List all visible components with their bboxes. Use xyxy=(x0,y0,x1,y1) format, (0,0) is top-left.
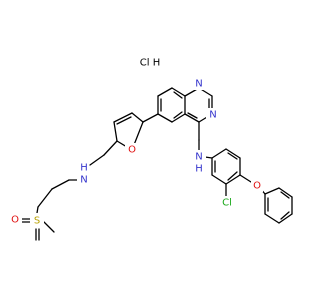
bond xyxy=(116,116,132,125)
bond xyxy=(37,188,53,208)
bond xyxy=(173,111,183,119)
bond xyxy=(157,87,173,97)
bond xyxy=(171,87,186,97)
label-bg xyxy=(251,179,263,192)
bond xyxy=(36,206,39,214)
bond xyxy=(264,213,280,224)
bond xyxy=(211,174,227,185)
bond xyxy=(227,152,238,160)
atom-label-n-quinazoline-3: N xyxy=(209,110,216,121)
bond xyxy=(211,148,227,159)
atom-labels: N N O N H N H O S O Cl xyxy=(9,77,263,227)
label-bg xyxy=(206,108,220,121)
atom-label-h-anilino: H xyxy=(195,164,203,175)
bond xyxy=(278,187,293,198)
bond xyxy=(184,113,200,123)
label-bg xyxy=(219,196,237,210)
bond xyxy=(142,113,159,123)
label-bg xyxy=(125,143,139,156)
bond xyxy=(187,112,198,119)
bond xyxy=(113,112,133,123)
bonds xyxy=(21,87,293,241)
bond xyxy=(239,174,252,183)
bond xyxy=(89,154,105,166)
bond xyxy=(278,213,293,224)
atom-label-n-amine: N xyxy=(80,175,87,186)
atom-label-s-sulfonyl: S xyxy=(34,216,40,227)
bond xyxy=(131,112,144,123)
atom-label-o-sulfonyl: O xyxy=(11,215,19,226)
label-bg xyxy=(192,150,206,163)
label-bg xyxy=(77,173,91,186)
bond xyxy=(280,191,290,199)
bond xyxy=(103,140,118,156)
label-bg xyxy=(192,77,206,90)
atom-label-cl: Cl xyxy=(222,198,232,209)
bond xyxy=(225,174,241,185)
bond xyxy=(280,211,290,220)
label-bg xyxy=(9,213,22,227)
bond xyxy=(225,148,241,159)
atom-label-n-quinazoline-1: N xyxy=(195,79,202,90)
bond xyxy=(43,221,55,233)
bond xyxy=(157,113,173,123)
bond xyxy=(113,121,118,142)
atom-label-h-amine: H xyxy=(80,163,88,174)
atom-label-o-ether: O xyxy=(253,181,261,192)
structure-diagram: N N O N H N H O S O Cl Cl H xyxy=(9,57,293,241)
salt-label-hcl: Cl H xyxy=(140,58,160,69)
bond xyxy=(264,187,280,195)
bond xyxy=(171,113,186,123)
bond xyxy=(204,156,213,159)
bond xyxy=(227,171,238,181)
atom-label-o-furan: O xyxy=(128,145,136,156)
bond xyxy=(173,91,183,99)
atom-label-n-anilino: N xyxy=(195,152,202,163)
molecule-canvas: N N O N H N H O S O Cl Cl H xyxy=(9,57,293,241)
bond xyxy=(51,179,70,190)
label-bg xyxy=(30,213,44,227)
